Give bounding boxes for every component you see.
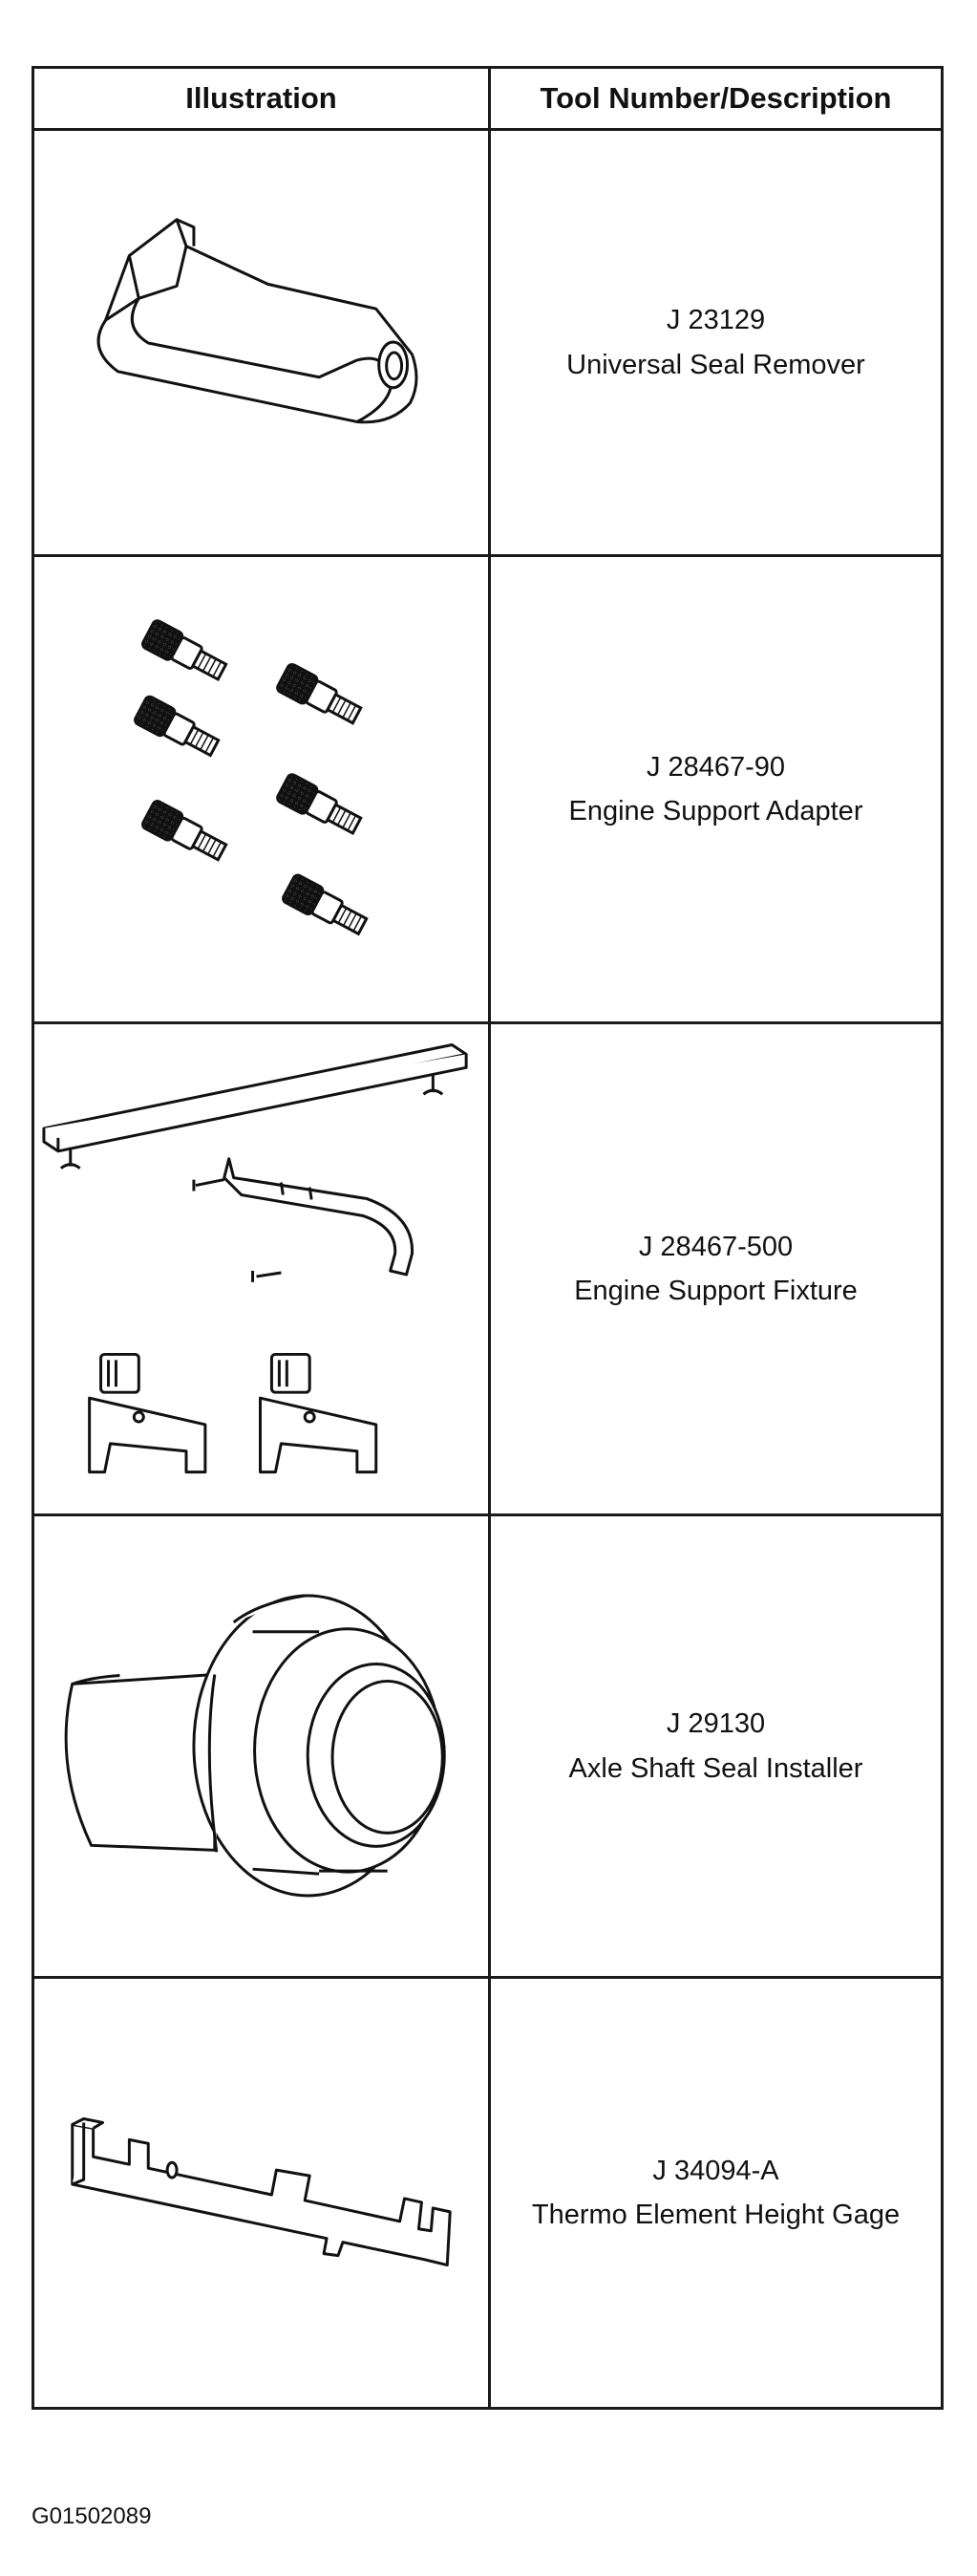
figure-code: G01502089: [32, 2503, 152, 2529]
tool-number: J 28467-90: [646, 751, 786, 783]
description-cell: J 28467-500 Engine Support Fixture: [488, 1021, 944, 1516]
illustration-cell: [32, 1513, 491, 1979]
tool-name: Engine Support Adapter: [568, 796, 863, 826]
support-adapter-icon: [132, 617, 372, 941]
tool-number: J 23129: [666, 305, 766, 336]
seal-remover-icon: [96, 218, 418, 424]
tool-name: Thermo Element Height Gage: [531, 2200, 901, 2230]
tool-name: Engine Support Fixture: [574, 1276, 858, 1306]
table-header-row: Illustration Tool Number/Description: [32, 66, 944, 131]
description-cell: J 28467-90 Engine Support Adapter: [488, 554, 944, 1024]
tool-name: Axle Shaft Seal Installer: [568, 1752, 863, 1784]
table-row: J 34094-A Thermo Element Height Gage: [32, 1976, 944, 2410]
tool-number: J 28467-500: [638, 1231, 794, 1262]
support-fixture-icon: [42, 1042, 468, 1474]
illustration-cell: [32, 128, 491, 557]
table-row: J 29130 Axle Shaft Seal Installer: [32, 1513, 944, 1979]
illustration-cell: [32, 1976, 491, 2410]
illustration-cell: [32, 1021, 491, 1516]
description-cell: J 34094-A Thermo Element Height Gage: [488, 1976, 944, 2410]
illustration-cell: [32, 554, 491, 1024]
description-cell: J 23129 Universal Seal Remover: [488, 128, 944, 557]
seal-installer-icon: [64, 1594, 446, 1898]
table-row: J 28467-500 Engine Support Fixture: [32, 1021, 944, 1516]
tool-name: Universal Seal Remover: [566, 349, 865, 380]
tool-table: Illustration Tool Number/Description J: [32, 66, 944, 2410]
header-illustration: Illustration: [32, 66, 491, 131]
tool-number: J 34094-A: [652, 2155, 779, 2186]
table-row: J 23129 Universal Seal Remover: [32, 128, 944, 557]
height-gage-icon: [71, 2116, 452, 2267]
table-row: J 28467-90 Engine Support Adapter: [32, 554, 944, 1024]
description-cell: J 29130 Axle Shaft Seal Installer: [488, 1513, 944, 1979]
header-tool-description: Tool Number/Description: [488, 66, 944, 131]
tool-number: J 29130: [666, 1708, 766, 1740]
